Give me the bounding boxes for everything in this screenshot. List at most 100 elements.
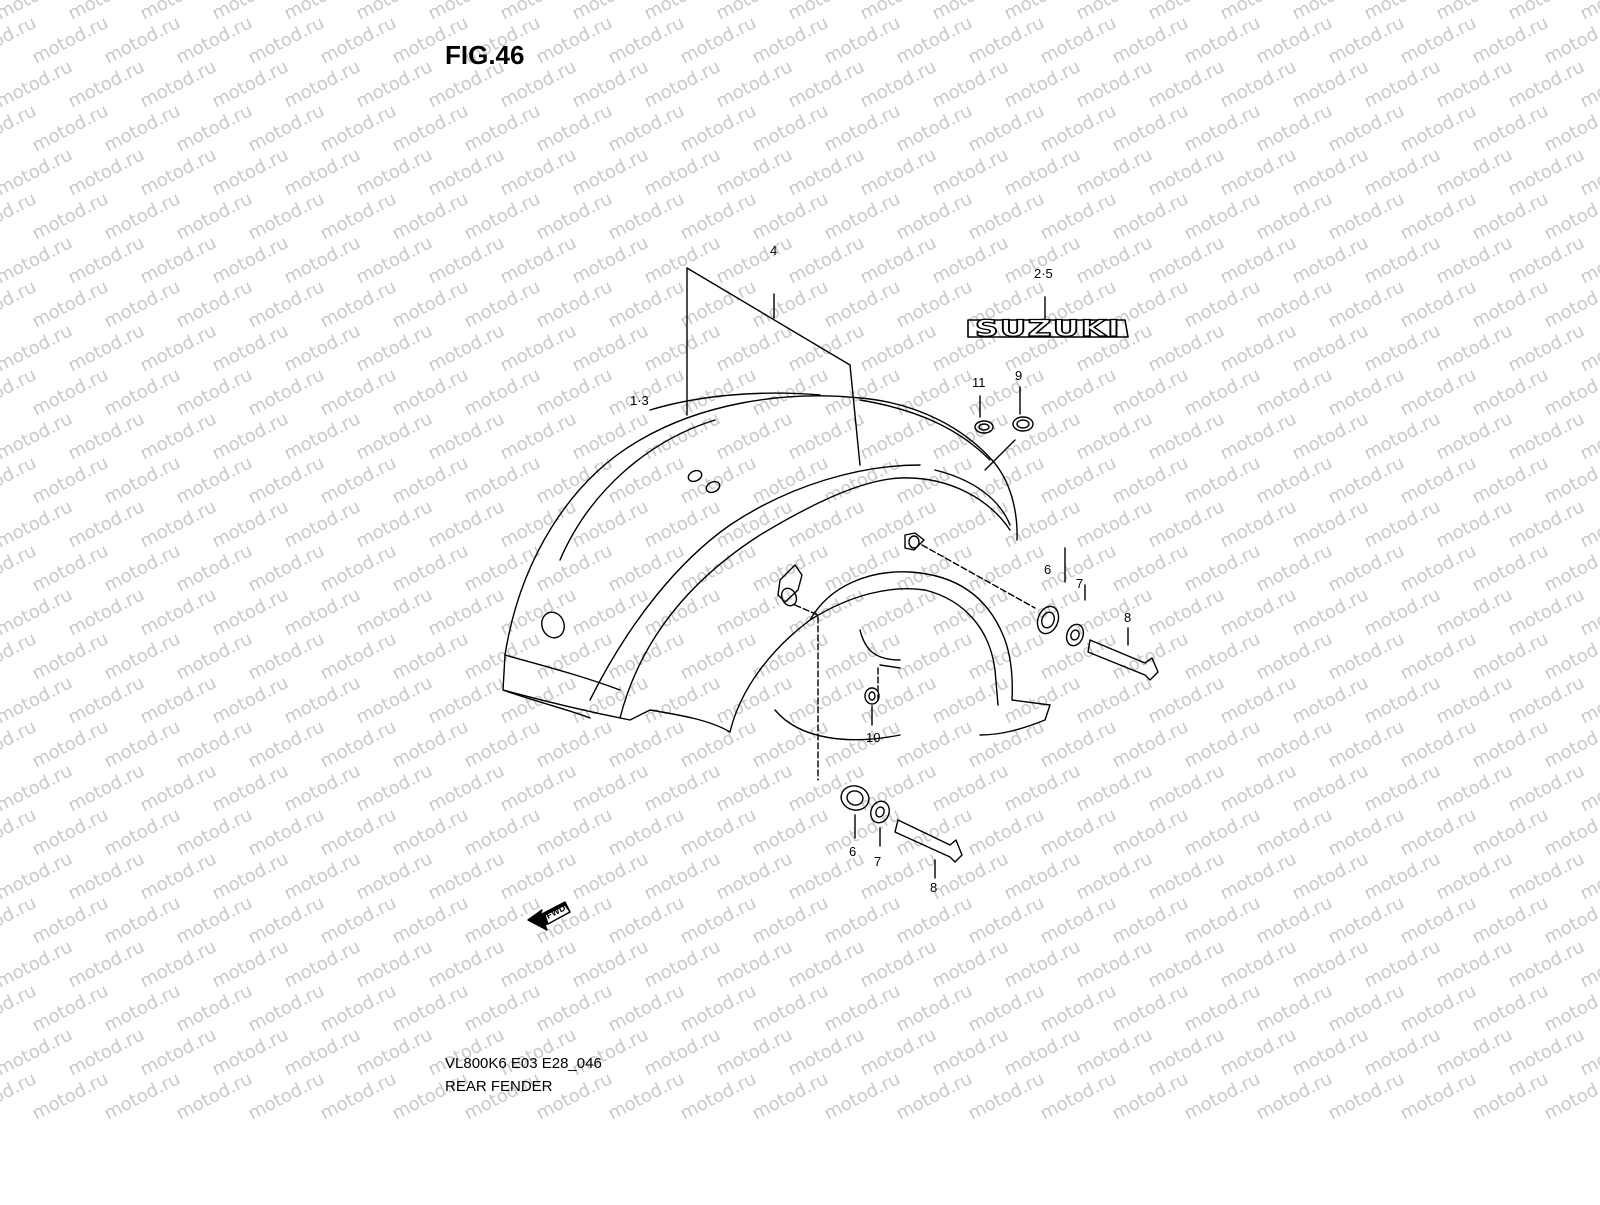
- watermark-text: motod.ru: [209, 144, 292, 200]
- watermark-text: motod.ru: [533, 980, 616, 1036]
- watermark-text: motod.ru: [1289, 848, 1372, 904]
- watermark-text: motod.ru: [389, 892, 472, 948]
- watermark-text: motod.ru: [1469, 892, 1552, 948]
- watermark-text: motod.ru: [677, 188, 760, 244]
- watermark-text: motod.ru: [1361, 760, 1444, 816]
- watermark-text: motod.ru: [893, 100, 976, 156]
- watermark-text: motod.ru: [461, 980, 544, 1036]
- watermark-text: motod.ru: [569, 760, 652, 816]
- watermark-text: motod.ru: [497, 144, 580, 200]
- watermark-text: motod.ru: [1433, 584, 1516, 640]
- watermark-text: motod.ru: [929, 848, 1012, 904]
- watermark-text: motod.ru: [1109, 188, 1192, 244]
- watermark-text: motod.ru: [1253, 364, 1336, 420]
- watermark-text: motod.ru: [785, 760, 868, 816]
- watermark-text: motod.ru: [1469, 452, 1552, 508]
- watermark-text: motod.ru: [1397, 12, 1480, 68]
- watermark-text: motod.ru: [245, 276, 328, 332]
- watermark-text: motod.ru: [389, 540, 472, 596]
- watermark-text: motod.ru: [1361, 320, 1444, 376]
- watermark-text: motod.ru: [1037, 892, 1120, 948]
- watermark-text: motod.ru: [389, 364, 472, 420]
- watermark-text: motod.ru: [1361, 496, 1444, 552]
- watermark-text: motod.ru: [1253, 892, 1336, 948]
- watermark-text: motod.ru: [1469, 100, 1552, 156]
- watermark-text: motod.ru: [1397, 716, 1480, 772]
- watermark-text: motod.ru: [173, 1068, 256, 1124]
- watermark-text: motod.ru: [101, 804, 184, 860]
- callout-10: 10: [866, 730, 880, 745]
- watermark-text: motod.ru: [713, 936, 796, 992]
- watermark-text: motod.ru: [677, 540, 760, 596]
- watermark-text: motod.ru: [605, 12, 688, 68]
- watermark-text: motod.ru: [209, 408, 292, 464]
- watermark-text: motod.ru: [785, 584, 868, 640]
- watermark-text: motod.ru: [65, 496, 148, 552]
- watermark-text: motod.ru: [317, 540, 400, 596]
- watermark-text: motod.ru: [317, 100, 400, 156]
- callout-labels: 4 2·5 1·3 11 9 6 7 8 10 6 7 8 SUZUKI FWD: [544, 243, 1131, 921]
- callout-8-left: 8: [930, 880, 937, 895]
- watermark-text: motod.ru: [425, 144, 508, 200]
- watermark-text: motod.ru: [425, 496, 508, 552]
- watermark-text: motod.ru: [1145, 584, 1228, 640]
- watermark-text: motod.ru: [353, 760, 436, 816]
- watermark-text: motod.ru: [29, 716, 112, 772]
- watermark-text: motod.ru: [533, 12, 616, 68]
- watermark-text: motod.ru: [1073, 144, 1156, 200]
- nut-10: [864, 687, 880, 726]
- figure-title: FIG.46: [445, 40, 525, 70]
- watermark-text: motod.ru: [1253, 716, 1336, 772]
- watermark-text: motod.ru: [1073, 496, 1156, 552]
- watermark-text: motod.ru: [713, 672, 796, 728]
- watermark-text: motod.ru: [461, 540, 544, 596]
- watermark-text: motod.ru: [173, 980, 256, 1036]
- watermark-text: motod.ru: [65, 584, 148, 640]
- watermark-text: motod.ru: [569, 496, 652, 552]
- watermark-text: motod.ru: [353, 584, 436, 640]
- watermark-text: motod.ru: [137, 1024, 220, 1080]
- watermark-text: motod.ru: [713, 144, 796, 200]
- watermark-text: motod.ru: [785, 320, 868, 376]
- watermark-text: motod.ru: [137, 232, 220, 288]
- watermark-text: motod.ru: [29, 188, 112, 244]
- watermark-text: motod.ru: [1397, 364, 1480, 420]
- watermark-text: motod.ru: [1433, 232, 1516, 288]
- watermark-text: motod.ru: [101, 188, 184, 244]
- watermark-text: motod.ru: [281, 760, 364, 816]
- watermark-text: motod.ru: [425, 936, 508, 992]
- watermark-text: motod.ru: [1073, 1024, 1156, 1080]
- watermark-text: motod.ru: [1469, 188, 1552, 244]
- watermark-text: motod.ru: [1109, 452, 1192, 508]
- watermark-text: motod.ru: [1145, 56, 1228, 112]
- watermark-text: motod.ru: [1145, 320, 1228, 376]
- watermark-text: motod.ru: [605, 716, 688, 772]
- watermark-text: motod.ru: [245, 1068, 328, 1124]
- watermark-text: motod.ru: [1109, 12, 1192, 68]
- watermark-text: motod.ru: [785, 496, 868, 552]
- watermark-text: motod.ru: [353, 848, 436, 904]
- watermark-text: motod.ru: [1253, 188, 1336, 244]
- right-mounting-hardware: [921, 544, 1159, 681]
- watermark-text: motod.ru: [1361, 584, 1444, 640]
- watermark-text: motod.ru: [857, 1024, 940, 1080]
- watermark-text: motod.ru: [605, 188, 688, 244]
- watermark-text: motod.ru: [317, 364, 400, 420]
- watermark-text: motod.ru: [461, 452, 544, 508]
- watermark-text: motod.ru: [101, 364, 184, 420]
- watermark-text: motod.ru: [1001, 760, 1084, 816]
- watermark-text: motod.ru: [1289, 232, 1372, 288]
- watermark-text: motod.ru: [1397, 452, 1480, 508]
- watermark-text: motod.ru: [1253, 628, 1336, 684]
- watermark-text: motod.ru: [1181, 12, 1264, 68]
- watermark-text: motod.ru: [173, 628, 256, 684]
- watermark-text: motod.ru: [137, 408, 220, 464]
- watermark-text: motod.ru: [245, 540, 328, 596]
- watermark-text: motod.ru: [533, 276, 616, 332]
- watermark-text: motod.ru: [1469, 540, 1552, 596]
- watermark-text: motod.ru: [137, 760, 220, 816]
- watermark-text: motod.ru: [1325, 452, 1408, 508]
- watermark-text: motod.ru: [1325, 892, 1408, 948]
- watermark-text: motod.ru: [497, 1024, 580, 1080]
- part-4-reference: [686, 267, 861, 466]
